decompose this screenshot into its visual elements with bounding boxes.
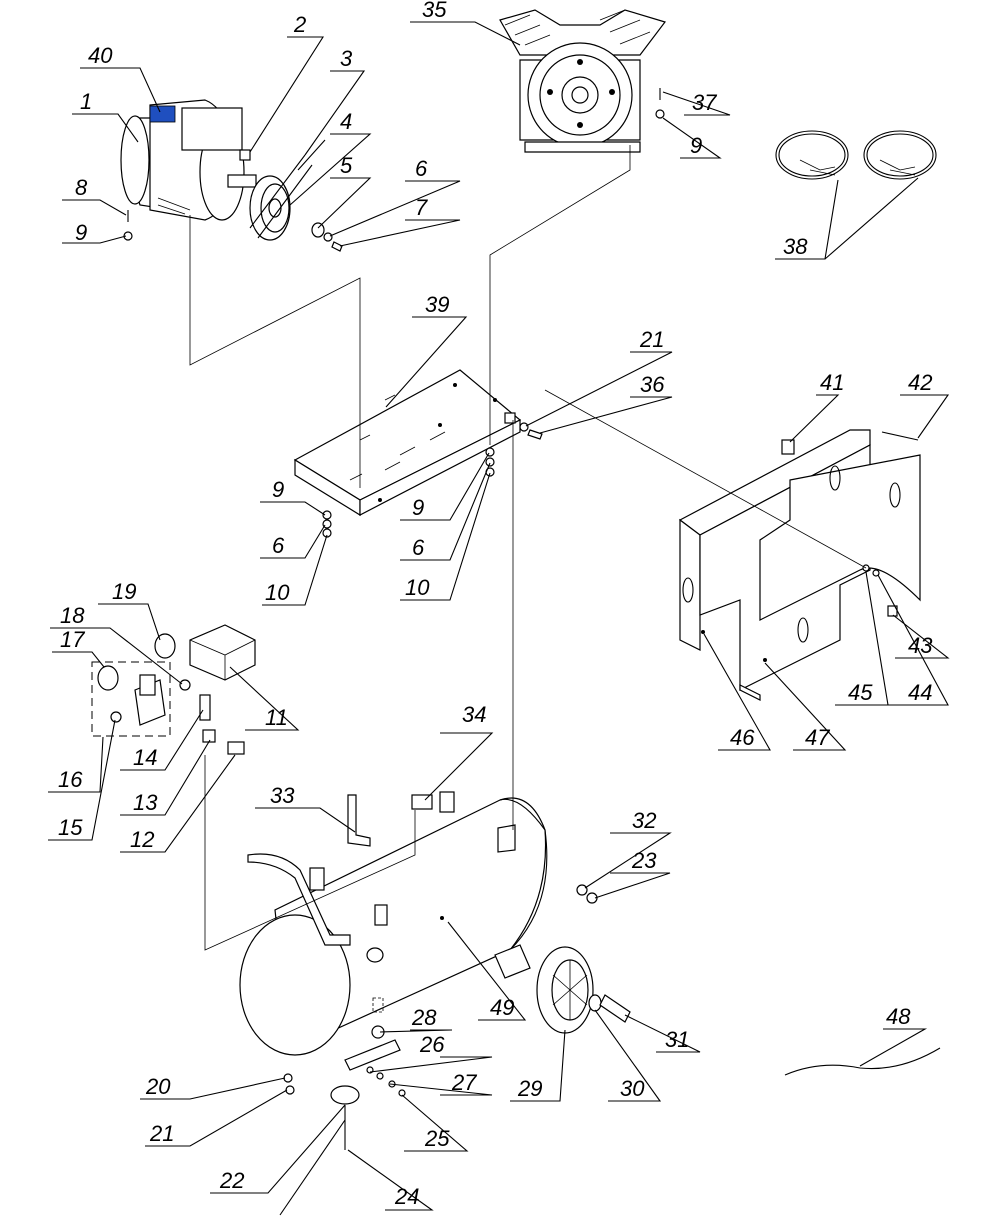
callout-13: 13 [133,790,158,815]
assembly-lines [189,145,867,951]
callout-1: 1 [80,89,92,114]
pump-head-part [499,9,667,153]
callout-24: 24 [394,1184,419,1209]
callout-46: 46 [730,725,755,750]
callout-21: 21 [639,327,664,352]
callout-6: 6 [415,156,428,181]
pulley-part [123,139,343,252]
callout-41: 41 [820,370,844,395]
callout-2: 2 [293,12,306,37]
leader-lines [48,21,950,1216]
callout-34: 34 [462,702,486,727]
callout-22: 22 [219,1168,244,1193]
callout-33: 33 [270,783,295,808]
callout-5: 5 [340,153,353,178]
callout-14: 14 [133,745,157,770]
callout-37: 37 [692,90,717,115]
callout-9: 9 [690,133,702,158]
callout-28: 28 [411,1005,437,1030]
callout-3: 3 [340,46,353,71]
callout-44: 44 [908,680,932,705]
hose-coil-part [775,130,937,180]
callout-19: 19 [112,579,136,604]
callout-15: 15 [58,815,83,840]
callout-4: 4 [340,109,352,134]
motor-part [120,99,257,221]
base-plate-part [293,369,522,517]
callout-26: 26 [419,1032,445,1057]
callout-43: 43 [908,633,933,658]
callout-6: 6 [412,535,425,560]
callout-35: 35 [422,0,447,22]
callout-16: 16 [58,767,83,792]
callout-40: 40 [88,43,113,68]
callout-49: 49 [490,995,514,1020]
callout-6: 6 [272,533,285,558]
callout-23: 23 [631,848,657,873]
callout-32: 32 [632,808,656,833]
callout-10: 10 [265,580,290,605]
callout-18: 18 [60,603,85,628]
callout-7: 7 [415,195,428,220]
callout-10: 10 [405,575,430,600]
callout-30: 30 [620,1076,645,1101]
callout-11: 11 [265,705,288,730]
callout-45: 45 [848,680,873,705]
callout-42: 42 [908,370,932,395]
callout-47: 47 [805,725,830,750]
callout-9: 9 [272,477,284,502]
callout-12: 12 [130,827,154,852]
callout-8: 8 [75,175,88,200]
callout-17: 17 [60,627,85,652]
air-tank-part [239,791,548,1071]
callout-labels: 40 1 2 3 4 5 6 7 8 9 35 37 9 38 39 21 36… [58,0,933,1209]
plate-hardware-part [322,422,543,538]
callout-29: 29 [517,1076,542,1101]
belt-guard-part [678,429,921,701]
callout-48: 48 [886,1004,911,1029]
callout-21: 21 [149,1121,174,1146]
foot-and-drain-part [283,997,406,1150]
callout-36: 36 [640,372,665,397]
callout-31: 31 [665,1027,689,1052]
callout-25: 25 [424,1126,450,1151]
power-cable-part [784,1047,941,1076]
callout-9: 9 [75,220,87,245]
outlet-pipe-part [347,794,433,847]
callout-38: 38 [783,234,808,259]
callout-20: 20 [145,1074,171,1099]
pressure-switch-part [91,624,256,755]
callout-27: 27 [451,1070,477,1095]
callout-39: 39 [425,292,449,317]
wheel-part [536,884,631,1034]
callout-9: 9 [412,495,424,520]
